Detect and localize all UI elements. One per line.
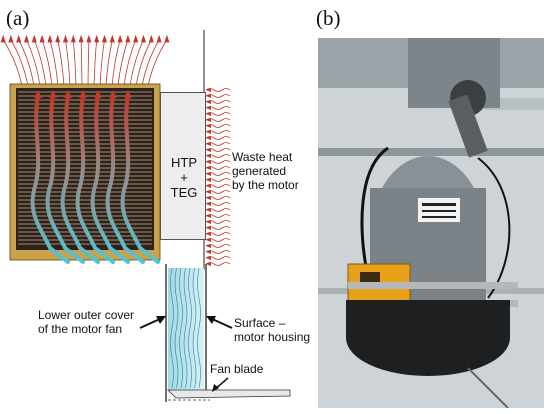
heat-pipes — [30, 90, 160, 264]
motor-housing-channel — [168, 268, 204, 390]
htp-label: HTP — [171, 155, 197, 170]
motor-photo — [318, 38, 544, 408]
airflow-lines — [170, 267, 201, 389]
teg-label: TEG — [170, 185, 198, 200]
hot-air-arrows — [0, 34, 170, 87]
fan-blade-caption: Fan blade — [210, 362, 264, 376]
panel-b-label: (b) — [316, 6, 341, 30]
waste-heat-arrows — [205, 88, 231, 266]
lower-cover-caption: Lower outer cover of the motor fan — [38, 308, 135, 336]
plus-label: + — [180, 170, 188, 185]
heat-exchanger-diagram — [0, 30, 291, 402]
motor-photo-drawing — [318, 38, 544, 408]
fin-stack — [18, 91, 152, 245]
htp-teg-block: HTP + TEG — [160, 92, 206, 240]
fan-blade — [167, 389, 291, 399]
surface-caption: Surface – motor housing — [234, 316, 311, 344]
panel-a-label: (a) — [6, 6, 30, 30]
waste-heat-caption: Waste heat generated by the motor — [232, 150, 299, 192]
